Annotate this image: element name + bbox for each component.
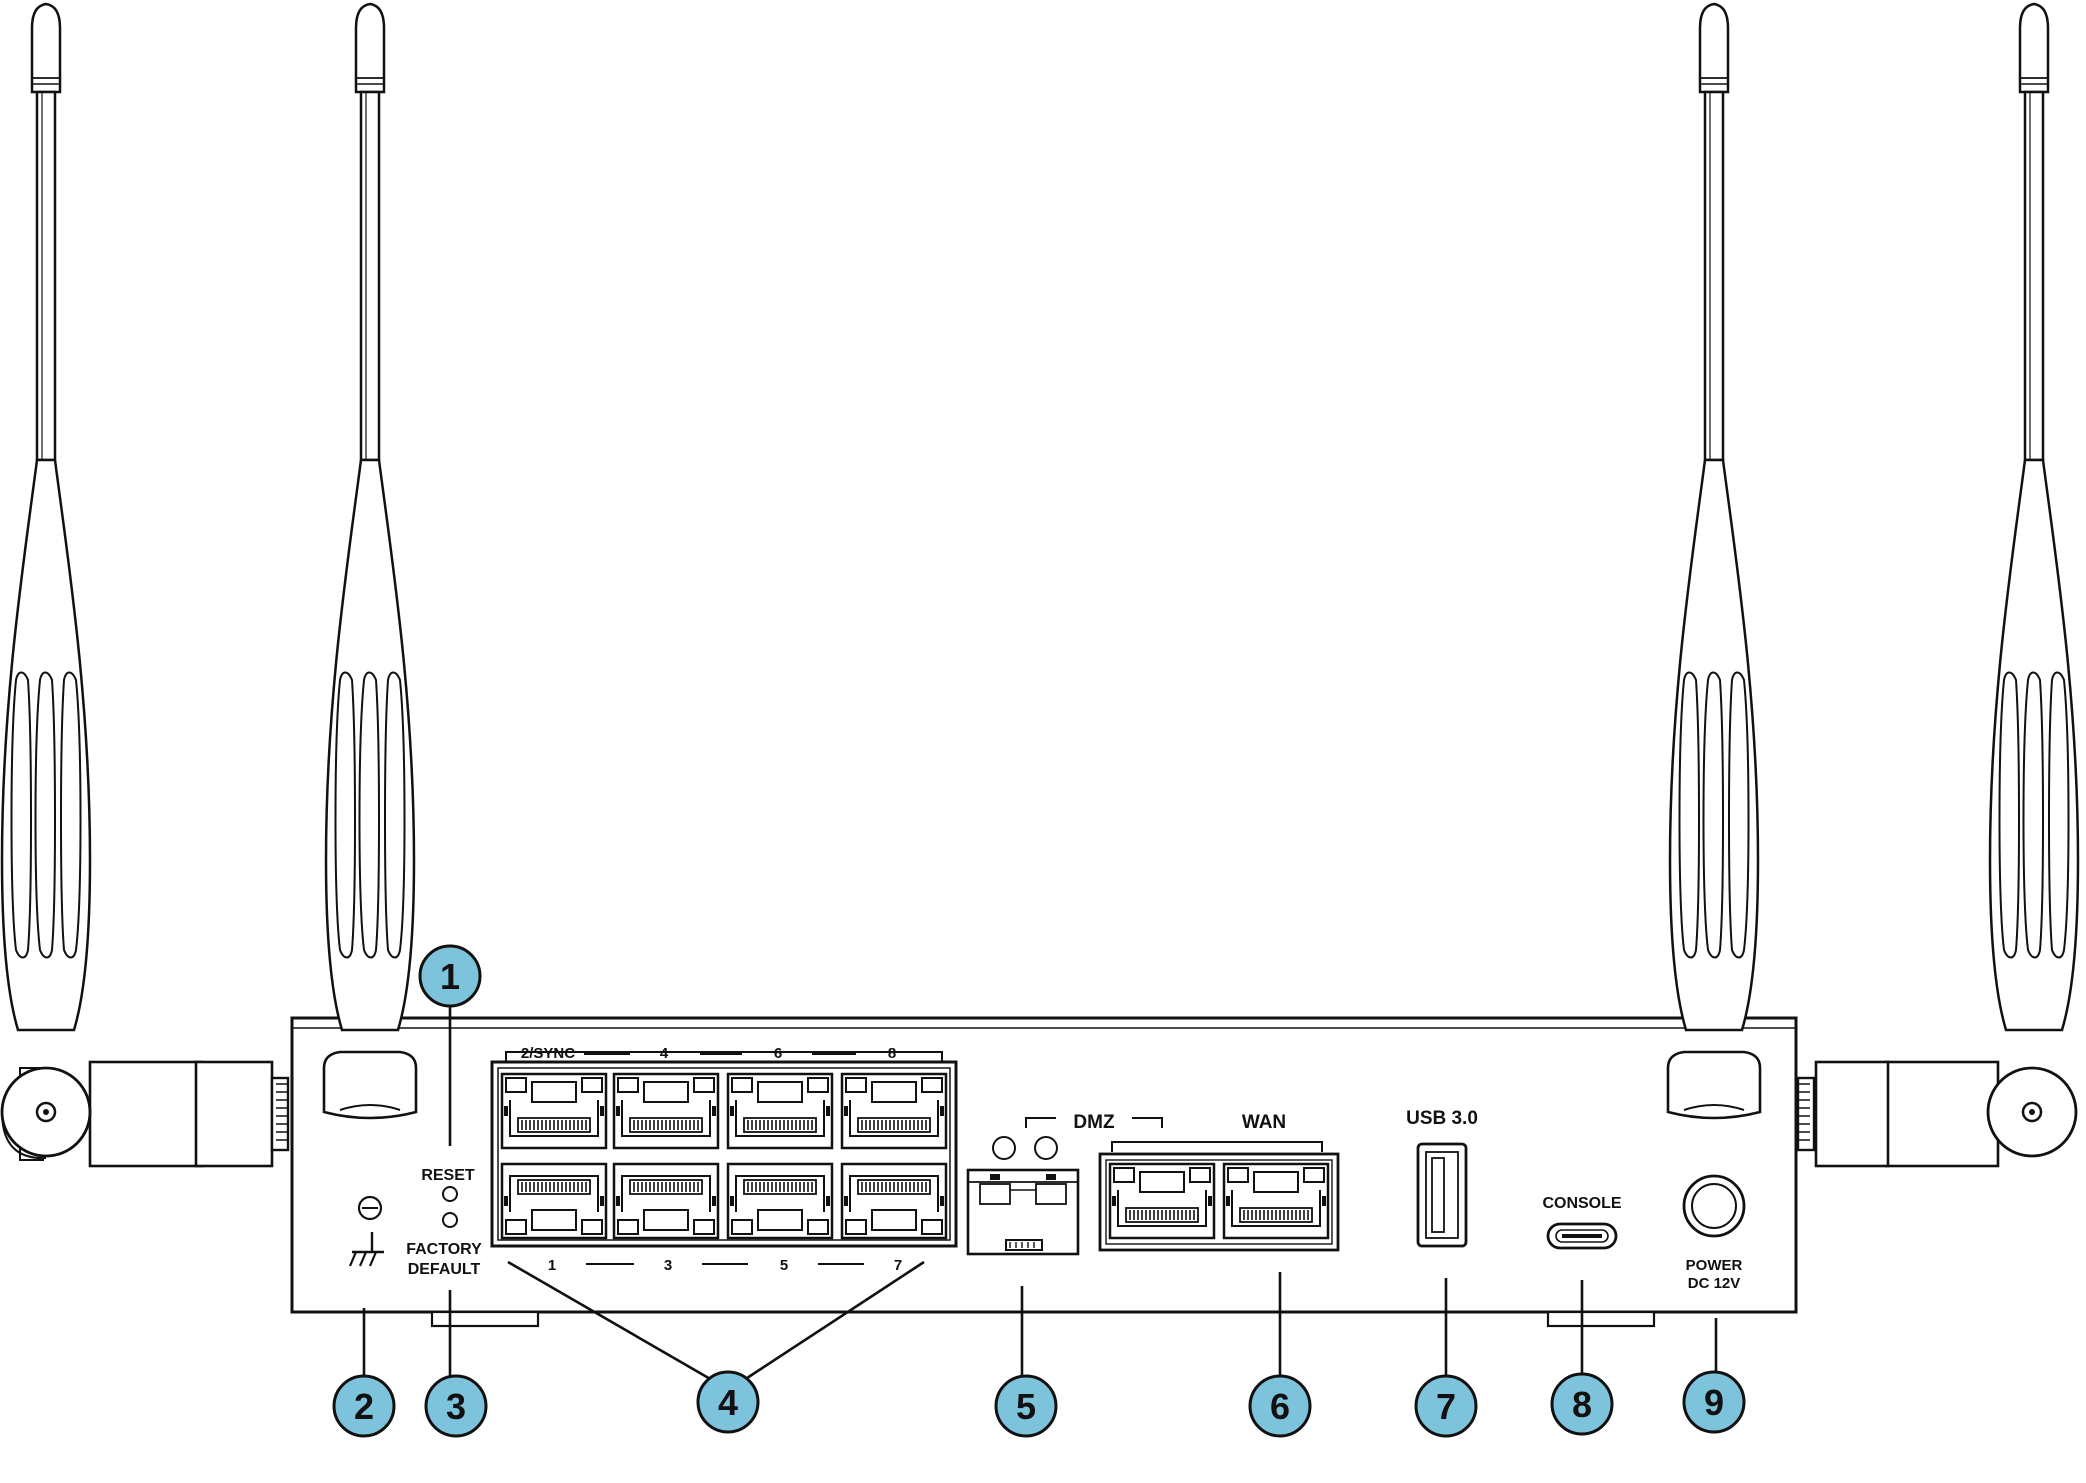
ground-screw — [357, 1195, 383, 1221]
callout-5-number: 5 — [1016, 1386, 1036, 1427]
callout-6-number: 6 — [1270, 1386, 1290, 1427]
lan-port-7[interactable] — [842, 1164, 946, 1238]
callout-8: 8 — [1550, 1372, 1614, 1436]
callout-5: 5 — [994, 1374, 1058, 1438]
dmz-sfp-port[interactable] — [966, 1168, 1080, 1256]
callout-3: 3 — [424, 1374, 488, 1438]
antenna-2 — [322, 2, 418, 1120]
port-label-3: 3 — [664, 1257, 672, 1274]
power-port[interactable] — [1682, 1174, 1746, 1238]
antenna-3 — [1666, 2, 1762, 1120]
lan-port-2[interactable] — [500, 1072, 608, 1150]
antenna-1 — [0, 2, 92, 1032]
callout-2-number: 2 — [354, 1386, 374, 1427]
lan-port-4[interactable] — [612, 1072, 720, 1150]
callout-2: 2 — [332, 1374, 396, 1438]
leader-lines — [362, 1004, 1718, 1382]
port-label-6: 6 — [774, 1045, 782, 1062]
factory-default-label-line2: DEFAULT — [408, 1261, 481, 1278]
power-label-line1: POWER — [1686, 1257, 1743, 1274]
port-label-4: 4 — [660, 1045, 669, 1062]
port-label-8: 8 — [888, 1045, 896, 1062]
usb-label: USB 3.0 — [1406, 1108, 1478, 1129]
callout-6: 6 — [1248, 1374, 1312, 1438]
console-label: CONSOLE — [1542, 1195, 1621, 1212]
wan-port-2[interactable] — [1222, 1162, 1330, 1240]
dmz-leds — [992, 1136, 1058, 1160]
callout-4-number: 4 — [718, 1382, 738, 1423]
lan-port-6[interactable] — [726, 1072, 834, 1150]
callout-1: 1 — [418, 944, 482, 1008]
callout-9: 9 — [1682, 1370, 1746, 1434]
wan-label: WAN — [1242, 1112, 1286, 1133]
callout-7: 7 — [1414, 1374, 1478, 1438]
callout-3-number: 3 — [446, 1386, 466, 1427]
power-label-line2: DC 12V — [1688, 1275, 1741, 1292]
lan-port-1[interactable] — [502, 1164, 606, 1238]
port-label-5: 5 — [780, 1257, 788, 1274]
lan-port-8[interactable] — [840, 1072, 948, 1150]
ground-icon — [348, 1232, 384, 1267]
dmz-label: DMZ — [1073, 1112, 1115, 1133]
callout-7-number: 7 — [1436, 1386, 1456, 1427]
callout-4: 4 — [696, 1370, 760, 1434]
port-label-7: 7 — [894, 1257, 902, 1274]
antenna-4 — [1988, 2, 2080, 1032]
port-label-1: 1 — [548, 1257, 556, 1274]
callout-8-number: 8 — [1572, 1384, 1592, 1425]
reset-button[interactable] — [442, 1186, 458, 1202]
lan-port-5[interactable] — [728, 1164, 832, 1238]
callout-1-number: 1 — [440, 956, 460, 997]
callout-9-number: 9 — [1704, 1382, 1724, 1423]
console-port[interactable] — [1546, 1222, 1618, 1250]
port-label-2sync: 2/SYNC — [521, 1045, 575, 1062]
factory-default-button[interactable] — [442, 1212, 458, 1228]
reset-label: RESET — [421, 1167, 475, 1184]
left-side-antenna — [0, 1060, 290, 1168]
usb-port[interactable] — [1416, 1142, 1468, 1248]
wan-port-1[interactable] — [1108, 1162, 1216, 1240]
right-side-antenna — [1796, 1060, 2078, 1168]
factory-default-label-line1: FACTORY — [406, 1241, 482, 1258]
lan-port-3[interactable] — [614, 1164, 718, 1238]
